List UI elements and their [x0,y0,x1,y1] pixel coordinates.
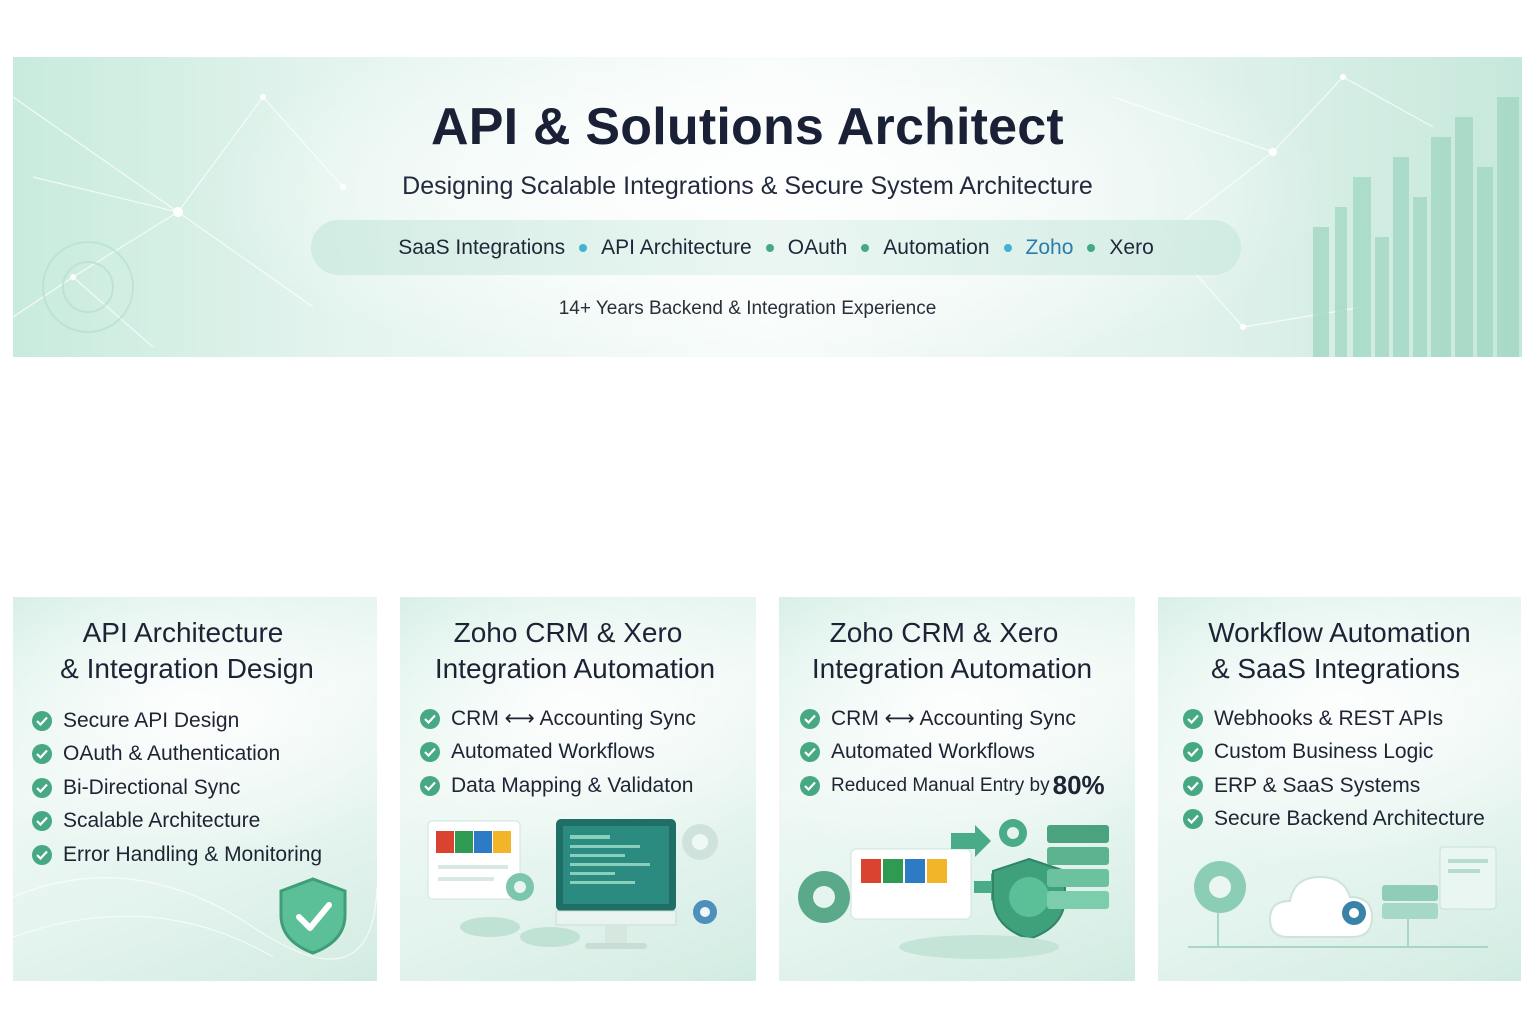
zoho-logo [436,831,511,853]
list-item: CRM ⟷ Accounting Sync [420,702,696,736]
card-title-line: & Integration Design [60,653,314,684]
gear-icon [1194,861,1246,913]
hero-banner: API & Solutions Architect Designing Scal… [13,57,1522,357]
list-item-label: Automated Workflows [451,740,655,764]
list-item-label: Secure Backend Architecture [1214,807,1485,831]
check-icon [1183,775,1203,796]
list-item-label: Error Handling & Monitoring [63,842,323,866]
separator-dot [765,243,774,252]
check-icon [32,710,52,731]
card-title: Workflow Automation & SaaS Integrations [1158,615,1521,687]
check-icon [32,844,52,865]
highlight-value: 80% [1052,770,1105,801]
list-item-label: CRM ⟷ Accounting Sync [831,707,1076,731]
list-item: Automated Workflows [800,736,1105,770]
check-icon [420,775,440,796]
server-icon [1382,885,1438,919]
feature-list: CRM ⟷ Accounting Sync Automated Workflow… [420,702,696,803]
check-icon [800,775,820,796]
feature-list: Webhooks & REST APIs Custom Business Log… [1183,702,1485,836]
feature-list: Secure API Design OAuth & Authentication… [32,704,322,872]
zoho-window [850,848,972,920]
card-workflow-automation: Workflow Automation & SaaS Integrations … [1158,597,1521,981]
separator-dot [1087,243,1096,252]
server-icon [1047,825,1109,909]
list-item-label: Bi-Directional Sync [63,775,241,799]
check-icon [420,708,440,729]
gear-icon [1342,901,1366,925]
tag-api-architecture: API Architecture [601,235,752,259]
card-zoho-xero-2: Zoho CRM & Xero Integration Automation C… [779,597,1135,981]
separator-dot [861,243,870,252]
document-icon [1439,846,1497,910]
card-title: Zoho CRM & Xero Integration Automation [400,615,756,687]
check-icon [32,811,52,832]
monitor-icon [555,819,677,949]
list-item-label: OAuth & Authentication [63,742,281,766]
list-item: Secure Backend Architecture [1183,803,1485,837]
list-item: ERP & SaaS Systems [1183,769,1485,803]
list-item: Data Mapping & Validaton [420,769,696,803]
page-title: API & Solutions Architect [431,98,1064,156]
shield-check-icon [279,877,347,955]
card-title-line: Integration Automation [434,653,716,684]
separator-dot [579,243,588,252]
tag-automation: Automation [883,235,990,259]
tag-zoho: Zoho [1025,235,1074,259]
card-zoho-xero-1: Zoho CRM & Xero Integration Automation C… [400,597,756,981]
list-item-label: Automated Workflows [831,740,1035,764]
list-item-label: Secure API Design [63,708,240,732]
list-item-label: ERP & SaaS Systems [1214,773,1421,797]
list-item-label: Reduced Manual Entry by [831,774,1050,796]
check-icon [32,777,52,798]
card-title-line: Integration Automation [811,653,1093,684]
list-item-label: Scalable Architecture [63,809,261,833]
list-item: Scalable Architecture [32,805,322,839]
card-title-line: Zoho CRM & Xero [829,617,1059,648]
card-api-architecture: API Architecture & Integration Design Se… [13,597,377,981]
list-item: Bi-Directional Sync [32,771,322,805]
list-item-label: Custom Business Logic [1214,740,1434,764]
check-icon [800,742,820,763]
gear-icon [506,824,718,924]
network-icon [13,74,1519,357]
tag-saas-integrations: SaaS Integrations [398,235,566,259]
skills-tag-bar: SaaS Integrations API Architecture OAuth… [311,220,1241,275]
separator-dot [1003,243,1012,252]
list-item: Automated Workflows [420,736,696,770]
experience-line: 14+ Years Backend & Integration Experien… [558,298,937,319]
check-icon [1183,742,1203,763]
card-title-line: Zoho CRM & Xero [453,617,683,648]
card-title-line: Workflow Automation [1208,617,1471,648]
list-item: Error Handling & Monitoring [32,838,322,872]
list-item: Secure API Design [32,704,322,738]
feature-list: CRM ⟷ Accounting Sync Automated Workflow… [800,702,1105,803]
list-item-label: CRM ⟷ Accounting Sync [451,707,696,731]
list-item-label: Webhooks & REST APIs [1214,706,1444,730]
card-title-line: & SaaS Integrations [1210,653,1461,684]
check-icon [1183,708,1203,729]
list-item: Custom Business Logic [1183,736,1485,770]
card-title: API Architecture & Integration Design [13,615,377,687]
gear-icon [798,871,850,923]
tag-oauth: OAuth [787,235,848,259]
page-subtitle: Designing Scalable Integrations & Secure… [402,172,1093,200]
list-item: Webhooks & REST APIs [1183,702,1485,736]
card-illustration [1188,846,1497,948]
list-item: CRM ⟷ Accounting Sync [800,702,1105,736]
check-icon [800,708,820,729]
card-illustration [13,877,377,960]
check-icon [32,744,52,765]
check-icon [420,742,440,763]
card-illustration [427,819,718,949]
check-icon [1183,809,1203,830]
card-title: Zoho CRM & Xero Integration Automation [779,615,1135,687]
list-item-label: Data Mapping & Validaton [451,773,694,797]
card-title-line: API Architecture [82,617,284,648]
card-illustration [798,819,1109,959]
gear-icon [999,819,1027,847]
tag-xero: Xero [1109,235,1154,259]
list-item: OAuth & Authentication [32,738,322,772]
